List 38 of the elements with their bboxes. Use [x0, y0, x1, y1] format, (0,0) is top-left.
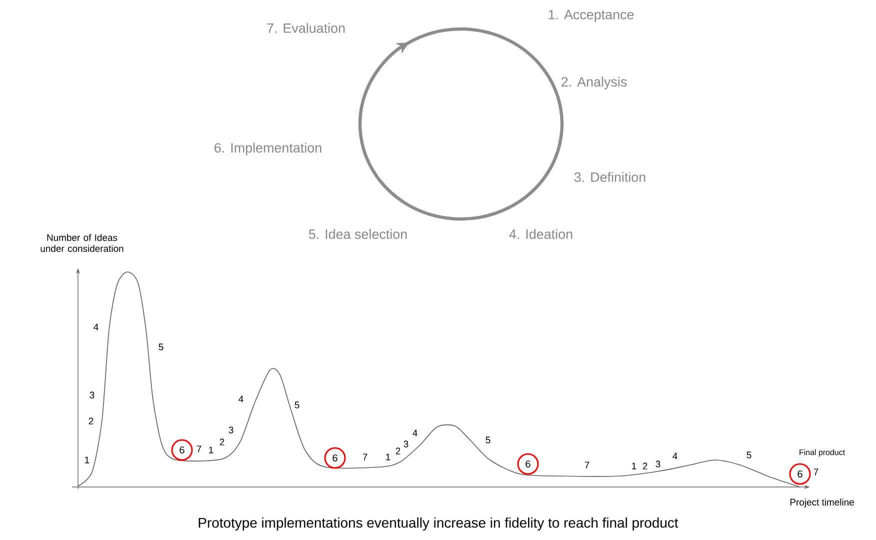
phase-number: 2 [220, 438, 224, 446]
phase-number: 2 [396, 448, 400, 454]
phase-number: 4 [672, 452, 678, 460]
phase-number: 5 [158, 344, 164, 350]
stage-label: 2. Analysis [562, 76, 627, 90]
phase-number: 4 [94, 324, 98, 330]
phase-number: 1 [209, 446, 214, 454]
phase-number: 3 [656, 460, 660, 468]
circled-number: 6 [789, 463, 811, 485]
phase-number: 7 [814, 468, 818, 476]
caption: Prototype implementations eventually increase in fidelity to reach final product [198, 518, 678, 530]
phase-number: 5 [294, 402, 300, 408]
stage-label: 5. Idea selection [308, 229, 407, 239]
axis-title: Number of Ideas under consideration [40, 234, 124, 252]
phase-number: 1 [632, 462, 636, 470]
phase-number: 7 [584, 462, 590, 468]
stage-label: 3. Definition [574, 172, 646, 182]
phase-number: 5 [746, 452, 752, 458]
stage-label: 7. Evaluation [267, 23, 345, 33]
phase-number: 5 [486, 436, 490, 444]
stage-label: 6. Implementation [214, 142, 322, 156]
phase-number: 4 [238, 396, 244, 402]
phase-number: 1 [85, 456, 90, 464]
phase-number: 7 [196, 446, 202, 452]
stage-label: 4. Ideation [509, 229, 572, 239]
phase-number: 7 [362, 454, 368, 460]
stage-label: 1. Acceptance [548, 10, 634, 22]
phase-number: 3 [404, 440, 408, 448]
phase-number: 2 [642, 462, 648, 470]
circled-number: 6 [171, 439, 193, 461]
phase-number: 2 [88, 418, 94, 424]
circled-number: 6 [324, 447, 346, 469]
phase-number: 3 [90, 392, 94, 398]
axis-title: Project timeline [790, 498, 854, 508]
phase-number: 1 [386, 454, 390, 460]
circled-number: 6 [517, 453, 539, 475]
phase-number: 4 [412, 430, 418, 436]
phase-number: 3 [228, 426, 234, 434]
